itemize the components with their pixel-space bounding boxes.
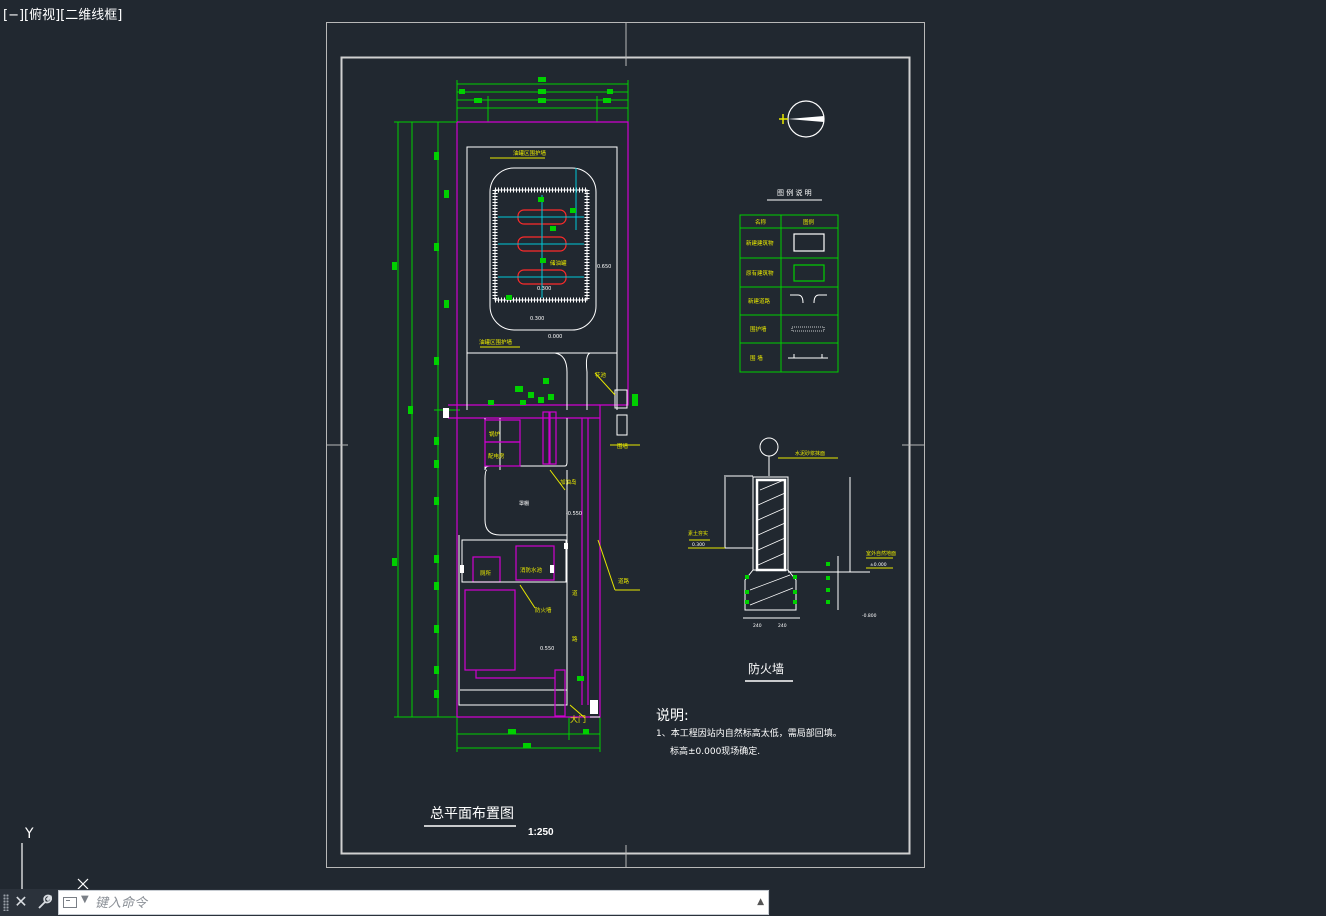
label-tank-area-top: 油罐区围护墙 [513,149,547,157]
firewall-title: 防火墙 [748,661,784,676]
firewall-left-callout: 素土夯实 [688,530,708,537]
firewall-right-callout: 室外自然地面 [866,550,896,557]
ucs-icon [21,843,89,891]
notes: 说明: 1、本工程因站内自然标高太低，需局部回填。 标高±0.000现场确定. [656,708,842,757]
label-pump-island: 加油岛 [560,478,577,486]
notes-heading: 说明: [656,708,689,724]
label-tank: 储油罐 [550,259,567,267]
site-plan-title: 总平面布置图 [430,806,514,822]
dim-b: 0.300 [530,316,544,322]
legend-title: 图 例 说 明 [777,188,812,197]
elev-1: -0.550 [566,511,582,517]
legend-row-3: 新建道路 [748,297,771,305]
firewall-elev-bottom: -0.800 [862,613,877,619]
label-boiler: 锅炉 [489,430,501,438]
label-wall: 围墙 [617,442,629,450]
viewport-controls-label[interactable]: [−][俯视][二维线框] [3,8,123,23]
label-road-a: 道 [572,589,578,597]
label-gate: 大门 [570,714,586,724]
legend-header-symbol: 图例 [803,218,815,226]
label-flower: 花池 [595,371,607,379]
legend-row-2: 原有建筑物 [746,269,774,277]
history-up-icon[interactable]: ▲ [757,897,764,907]
command-input[interactable] [93,892,737,915]
north-arrow [779,100,825,138]
command-line-grip[interactable] [3,894,9,911]
firewall-elev-left: 0.300 [692,542,705,548]
label-fire-wall: 防火墙 [535,606,552,614]
ucs-y-label: Y [24,826,34,842]
legend-table: 图 例 说 明 名称 图例 新建建筑物 原有建筑物 新建道路 围护墙 围 墙 [739,188,839,373]
command-prompt-icon[interactable] [63,897,77,908]
label-power: 配电房 [488,452,505,460]
firewall-section: 水泥砂浆抹面 素土夯实 室外自然地面 0.300 ±0.000 -0.800 2… [688,437,896,682]
firewall-elev-right: ±0.000 [870,562,887,568]
site-plan-scale: 1:250 [528,827,554,838]
site-plan-labels: 油罐区围护墙 油罐区围护墙 储油罐 花池 围墙 加油岛 道路 防火墙 大门 道 … [479,149,630,724]
elev-2: 0.550 [540,646,554,652]
dim-c: 0.000 [548,334,562,340]
notes-line-1: 1、本工程因站内自然标高太低，需局部回填。 [656,727,842,739]
command-input-wrapper: ▼ ▲ [58,890,769,915]
chevron-down-icon[interactable]: ▼ [81,894,89,905]
notes-line-2: 标高±0.000现场确定. [670,745,760,757]
command-line-bar: ✕ ▼ ▲ [0,889,770,916]
center-marks [326,22,925,868]
label-toilet: 厕所 [480,569,492,577]
close-icon[interactable]: ✕ [14,892,28,911]
site-plan [392,77,640,752]
firewall-dim-1: 240 [753,623,762,629]
legend-header-name: 名称 [755,218,767,226]
legend-row-5: 围 墙 [750,354,763,362]
dim-a: 0.300 [537,286,551,292]
label-fire-pool: 消防水池 [520,566,543,574]
label-road: 道路 [618,577,630,585]
label-road-b: 路 [572,635,578,643]
firewall-dim-2: 240 [778,623,787,629]
site-plan-dims: 罩棚 0.300 0.300 0.000 -0.550 0.550 0.650 [519,264,611,652]
legend-row-4: 围护墙 [750,325,767,333]
firewall-top-callout: 水泥砂浆抹面 [795,450,825,457]
label-tank-area-bottom: 油罐区围护墙 [479,338,513,346]
legend-row-1: 新建建筑物 [746,239,774,247]
elev-3: 0.650 [597,264,611,270]
label-canopy: 罩棚 [519,500,529,507]
settings-wrench-icon[interactable] [33,891,55,913]
